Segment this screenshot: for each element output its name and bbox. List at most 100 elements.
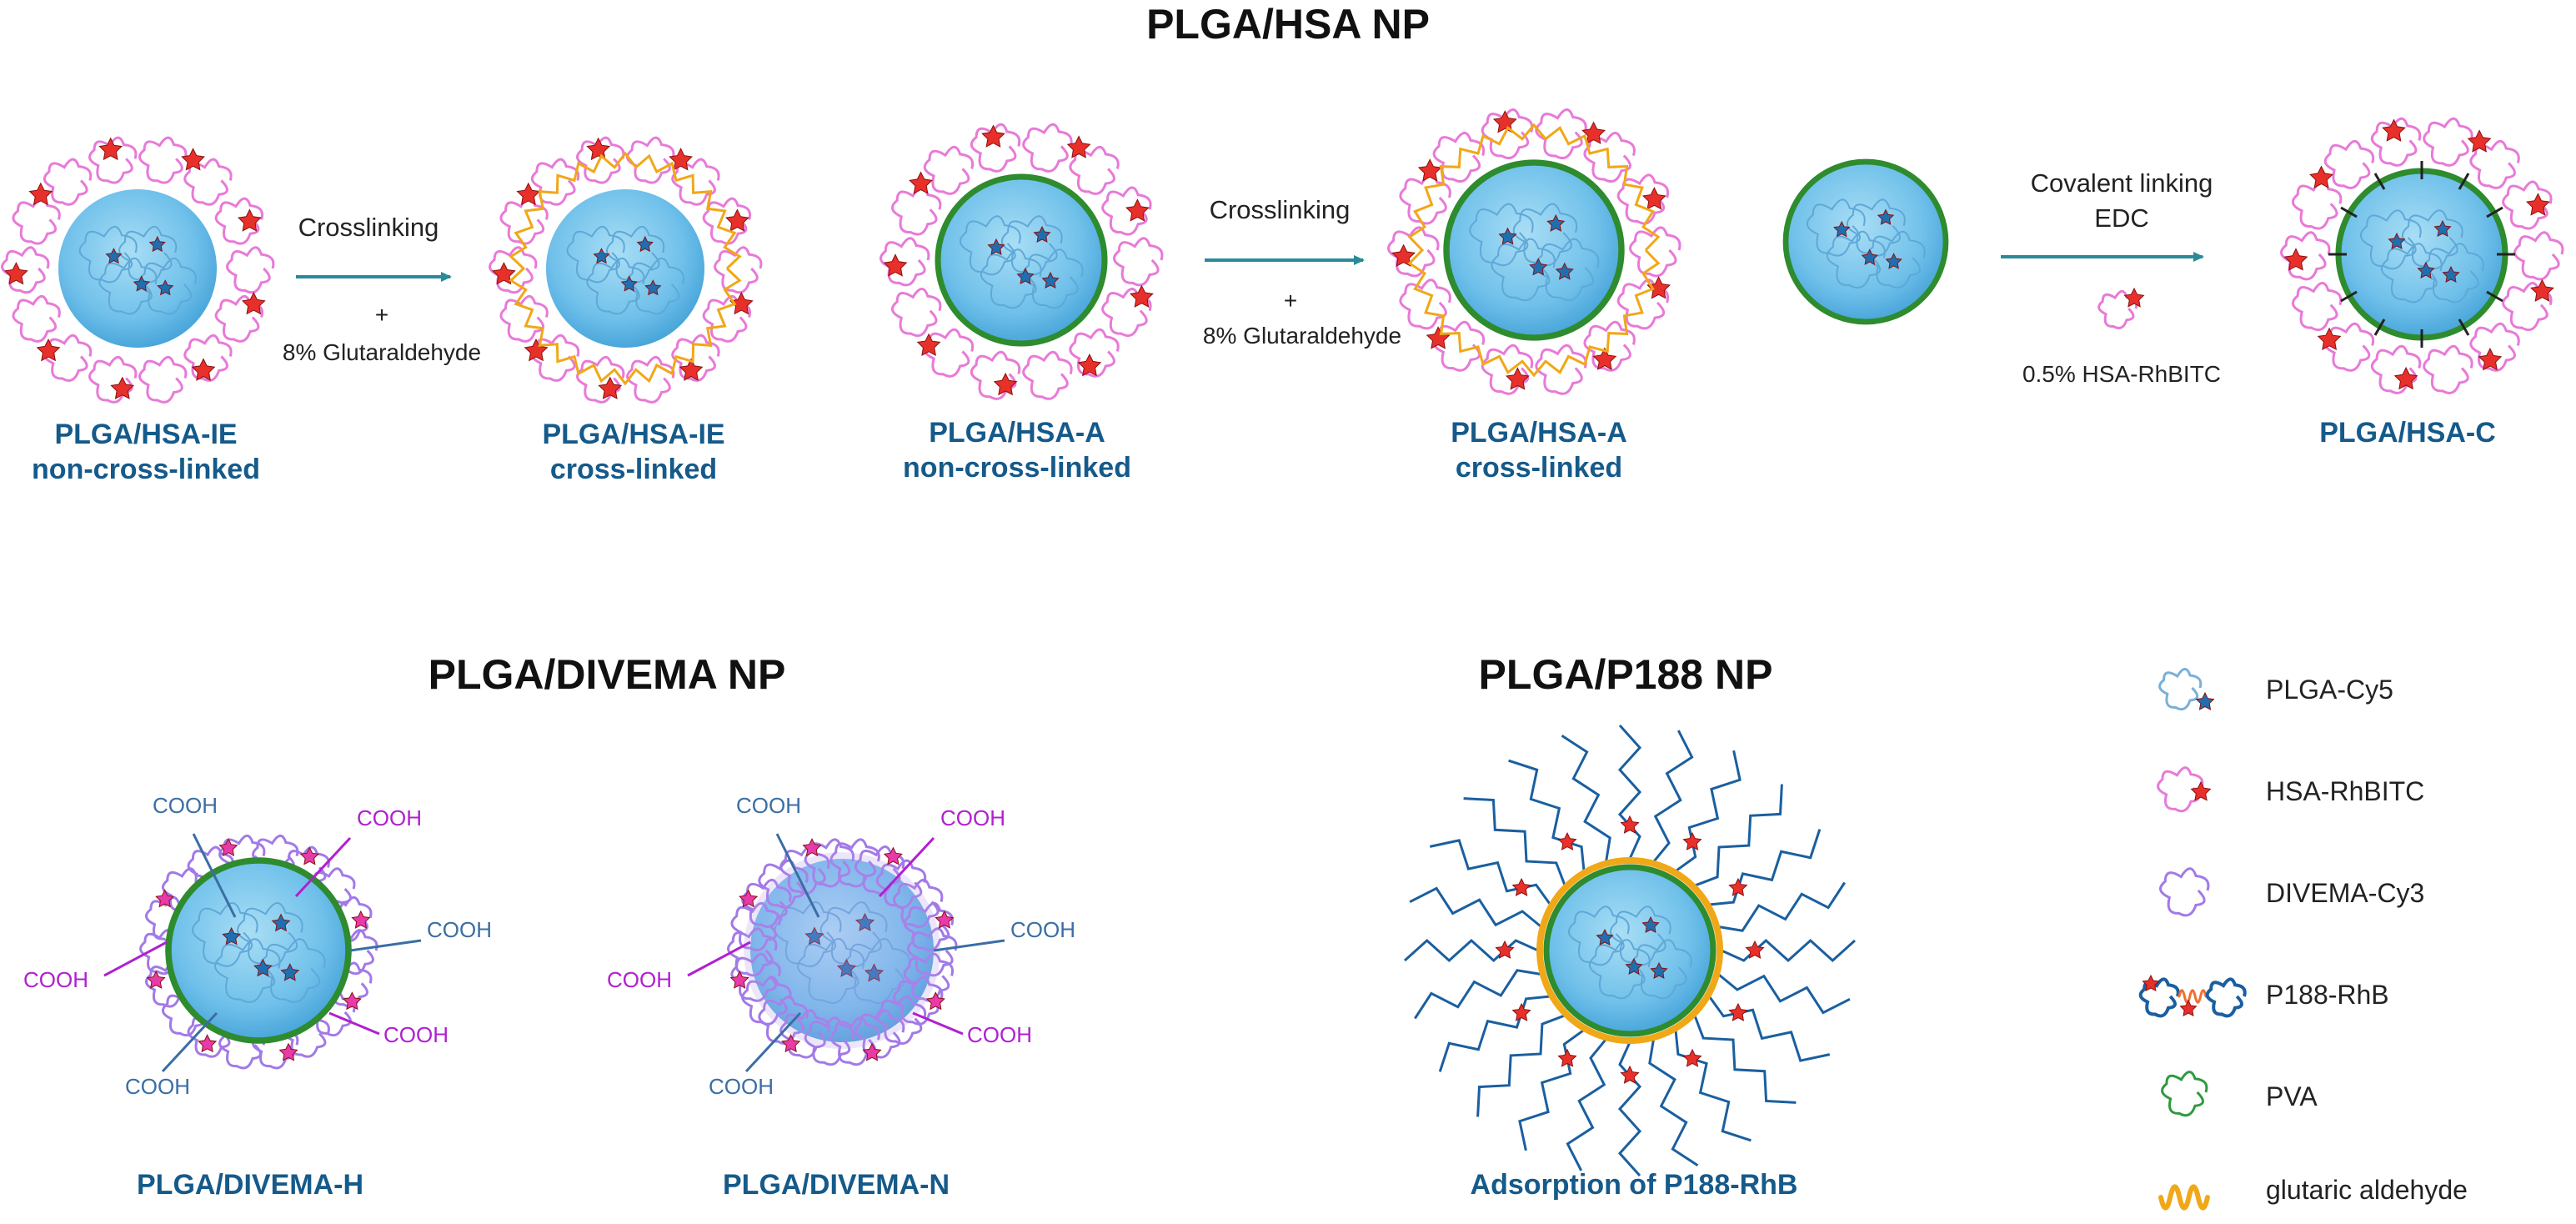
plga-cy5-dye-icon xyxy=(593,248,610,264)
rhb-dye-icon xyxy=(1495,940,1515,959)
hsa-protein xyxy=(1022,350,1073,400)
cy3-dye-icon xyxy=(155,889,175,908)
cy3-dye-icon xyxy=(935,910,955,929)
cy3-dye-icon xyxy=(802,838,822,857)
plga-thread xyxy=(819,900,888,967)
rhbitc-dye-icon xyxy=(883,253,908,277)
divema-polymer xyxy=(854,1009,905,1059)
caption-p188: Adsorption of P188-RhB xyxy=(1471,1169,1798,1201)
cooh-h-top-right: COOH xyxy=(357,805,422,830)
cy3-dye-icon xyxy=(925,991,945,1011)
legend-label-plga-cy5: PLGA-Cy5 xyxy=(2266,675,2393,705)
plga-cy5-dye-icon xyxy=(271,913,291,932)
plga-thread xyxy=(118,225,178,283)
covalent-link xyxy=(2373,173,2386,190)
p188-chain xyxy=(1652,730,1694,863)
covalent-link xyxy=(2486,206,2503,218)
hsa-protein xyxy=(183,334,233,382)
rhbitc-dye-icon xyxy=(2478,347,2503,371)
cy3-dye-icon xyxy=(218,838,238,857)
rhb-dye-icon xyxy=(1557,1048,1577,1067)
caption-divema-h: PLGA/DIVEMA-H xyxy=(137,1169,363,1201)
plga-core xyxy=(1446,163,1621,338)
glutaraldehyde-wave xyxy=(2158,1184,2210,1211)
plga-thread xyxy=(586,257,645,315)
nanoparticle-divema-h xyxy=(139,834,378,1070)
legend-label-glutaric-aldehyde: glutaric aldehyde xyxy=(2266,1175,2468,1205)
hsa-protein xyxy=(2469,139,2520,189)
rhbitc-dye-icon xyxy=(2393,366,2418,390)
plga-thread xyxy=(1588,939,1651,1000)
plga-cy5-dye-icon xyxy=(1861,248,1878,265)
p188-chain xyxy=(1648,1039,1699,1166)
plga-cy5-dye-icon xyxy=(157,279,174,296)
hsa-protein xyxy=(88,136,138,184)
step2-reagent: 8% Glutaraldehyde xyxy=(1203,323,1401,349)
plga-thread xyxy=(797,937,865,1004)
plga-core xyxy=(546,189,704,348)
pva-icon xyxy=(2161,1071,2208,1117)
rhbitc-dye-icon xyxy=(2382,118,2406,142)
rhbitc-dye-icon xyxy=(28,182,53,206)
plga-thread xyxy=(237,902,303,967)
plga-cy5-dye-icon xyxy=(804,926,824,946)
hsa-protein xyxy=(2423,117,2473,167)
plga-thread xyxy=(1469,203,1534,267)
rhbitc-dye-icon xyxy=(586,137,611,161)
divema-polymer xyxy=(741,878,792,928)
hsa-protein xyxy=(890,288,942,337)
pva-polymer xyxy=(2161,1071,2208,1117)
legend-label-hsa-rhbitc: HSA-RhBITC xyxy=(2266,776,2424,806)
cooh-h-right: COOH xyxy=(427,917,492,942)
hsa-protein xyxy=(2469,322,2520,372)
plga-core xyxy=(168,860,348,1041)
pva-shell xyxy=(165,857,352,1044)
hsa-protein xyxy=(626,355,675,404)
p188-block xyxy=(2205,977,2247,1018)
divema-polymer xyxy=(779,1009,830,1059)
caption-np2-line2: cross-linked xyxy=(550,454,717,485)
pva-shell xyxy=(1543,864,1716,1037)
divema-polymer xyxy=(903,952,955,1002)
plga-thread xyxy=(980,248,1042,309)
plga-cy5-dye-icon xyxy=(2195,691,2215,710)
covalent-link xyxy=(2458,319,2470,336)
divema-polymer xyxy=(730,952,781,1002)
divema-polymer xyxy=(907,927,958,977)
nanoparticle-divema-n xyxy=(727,838,958,1066)
plga-thread xyxy=(1491,238,1556,302)
p188-chain xyxy=(1717,973,1851,1015)
hsa-rhbitc-reagent-icon xyxy=(2097,287,2145,329)
plga-cy5-dye-icon xyxy=(644,279,662,296)
plga-thread xyxy=(1000,215,1063,276)
nanoparticle-hsa-ie-noncrosslinked xyxy=(1,136,275,404)
plga-thread xyxy=(214,938,281,1003)
glutaric-aldehyde-icon xyxy=(2158,1184,2210,1211)
step2-label: Crosslinking xyxy=(1210,195,1351,224)
plga-cy5-dye-icon xyxy=(105,248,123,264)
cy3-dye-icon xyxy=(342,991,362,1011)
plga-cy5-dye-icon xyxy=(1529,258,1548,276)
plga-cy5-dye-icon xyxy=(1885,253,1902,269)
p188-chain xyxy=(1708,996,1831,1062)
plga-cy5-dye-icon xyxy=(1033,225,1051,243)
plga-cy5-dye-icon xyxy=(620,275,638,292)
p188-chain xyxy=(1561,735,1611,862)
cooh-h-bottom-right: COOH xyxy=(383,1022,449,1047)
hsa-protein xyxy=(2280,231,2331,281)
p188-chain xyxy=(1617,1041,1642,1177)
plga-thread xyxy=(78,225,138,283)
plga-thread xyxy=(606,225,665,283)
plga-cy5-dye-icon xyxy=(2433,219,2452,238)
hsa-protein xyxy=(970,123,1021,173)
rhbitc-dye-icon xyxy=(1066,135,1091,158)
divema-polymer xyxy=(875,859,927,909)
plga-cy5-icon xyxy=(2158,668,2215,710)
plga-core xyxy=(938,177,1105,344)
rhbitc-dye-icon xyxy=(181,148,205,171)
cy3-dye-icon xyxy=(278,1042,298,1061)
hsa-protein xyxy=(1535,344,1587,395)
plga-thread xyxy=(2158,668,2203,710)
plga-thread xyxy=(192,902,258,967)
divema-polymer xyxy=(829,1016,880,1066)
